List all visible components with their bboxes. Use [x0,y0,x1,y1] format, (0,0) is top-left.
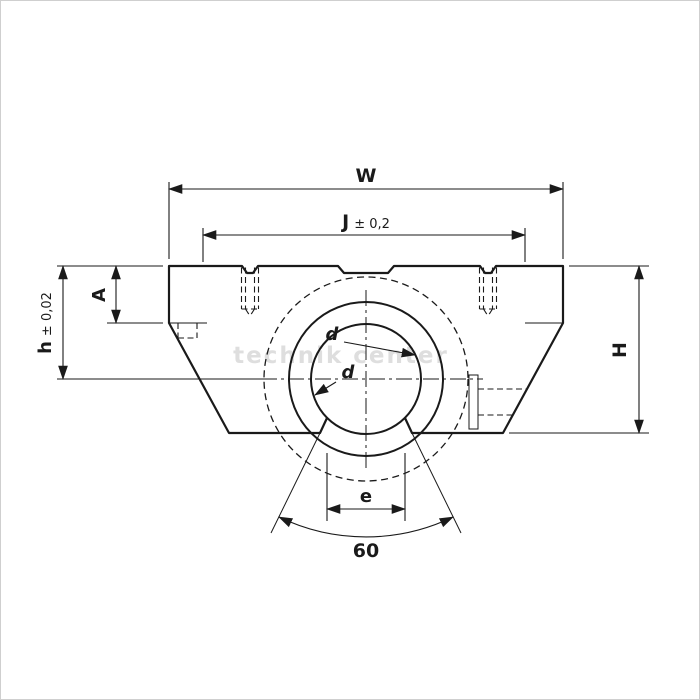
angle-dimension-arc [278,516,454,538]
dimension-angle-label: 60 [353,540,379,562]
dimension-d-upper: d [326,324,416,358]
shaft-bore-circle [310,323,422,435]
dimension-J: J± 0,2 [201,211,527,262]
dimension-h-label: h± 0,02 [35,292,56,354]
opening-construction-line-left [270,432,321,534]
opening-construction-line-right [411,432,462,534]
leader-line-d-lower [314,381,337,396]
dimension-d-upper-label: d [326,324,340,345]
bearing-outline-dashed-circle [263,276,469,482]
mounting-hole-hidden-lines-right [478,267,498,317]
leader-line-d-upper [343,341,416,358]
side-hole-boss [468,374,479,430]
dimension-H: H [509,264,649,435]
counterbore-hidden-lines-left [177,323,198,339]
dimension-e-label: e [360,486,372,507]
bearing-outer-circle [288,301,444,457]
dimension-W-label: W [356,165,377,187]
dimension-J-label: J± 0,2 [340,211,390,233]
dimension-A: A [57,264,163,325]
dimension-d-lower: d [314,362,356,396]
dimension-h: h± 0,02 [35,264,68,381]
opening-construction-lines [270,432,462,534]
dimension-W: W [167,165,565,259]
dimension-e: e [325,453,407,521]
side-hole-detail-right [468,374,527,430]
dimension-opening-angle: 60 [278,516,454,562]
dimension-H-label: H [609,342,631,358]
dimension-d-lower-label: d [342,362,356,383]
dimension-A-label: A [89,288,110,302]
housing-outline [167,264,565,435]
mounting-hole-hidden-lines-left [240,267,260,317]
